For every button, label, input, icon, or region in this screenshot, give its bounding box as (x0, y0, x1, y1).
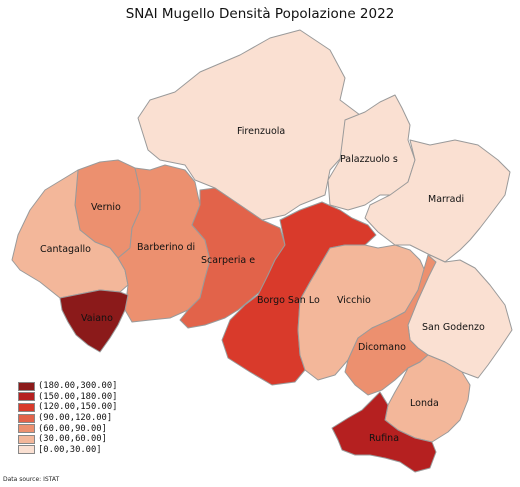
legend-label: (180.00,300.00] (38, 381, 118, 392)
data-source-note: Data source: ISTAT (3, 476, 60, 483)
municipality-scarperia[interactable] (179, 187, 286, 329)
municipality-londa[interactable] (384, 354, 471, 443)
municipality-rufina[interactable] (331, 391, 437, 473)
municipality-dicomano[interactable] (344, 254, 437, 396)
label-firenzuola: Firenzuola (237, 126, 285, 137)
legend-label: (30.00,60.00] (38, 434, 107, 445)
legend-swatch (18, 381, 35, 391)
legend-item: (30.00,60.00] (18, 434, 117, 445)
legend-swatch (18, 424, 35, 434)
legend: (180.00,300.00] (150.00,180.00] (120.00,… (18, 381, 117, 455)
legend-swatch (18, 402, 35, 412)
label-vernio: Vernio (91, 202, 121, 213)
label-vicchio: Vicchio (337, 295, 371, 306)
legend-swatch (18, 445, 35, 455)
legend-swatch (18, 434, 35, 444)
legend-item: (90.00,120.00] (18, 413, 117, 424)
label-rufina: Rufina (369, 433, 399, 444)
label-scarperia: Scarperia e (201, 255, 255, 266)
label-vaiano: Vaiano (81, 313, 113, 324)
legend-label: (150.00,180.00] (38, 391, 118, 402)
legend-item: (60.00,90.00] (18, 423, 117, 434)
label-barberino: Barberino di (137, 242, 195, 253)
legend-label: (120.00,150.00] (38, 402, 118, 413)
legend-item: (150.00,180.00] (18, 392, 117, 403)
label-londa: Londa (410, 398, 439, 409)
label-borgo: Borgo San Lo (257, 295, 320, 306)
legend-label: [0.00,30.00] (38, 444, 102, 455)
legend-item: [0.00,30.00] (18, 445, 117, 456)
map-title: SNAI Mugello Densità Popolazione 2022 (125, 6, 395, 22)
legend-item: (180.00,300.00] (18, 381, 117, 392)
legend-label: (60.00,90.00] (38, 423, 107, 434)
label-cantagallo: Cantagallo (40, 244, 91, 255)
legend-label: (90.00,120.00] (38, 413, 113, 424)
label-palazzuolo: Palazzuolo s (340, 154, 398, 165)
municipality-vaiano[interactable] (59, 289, 129, 353)
label-marradi: Marradi (428, 194, 464, 205)
municipality-barberino[interactable] (117, 164, 211, 323)
label-dicomano: Dicomano (358, 342, 406, 353)
legend-swatch (18, 413, 35, 423)
legend-item: (120.00,150.00] (18, 402, 117, 413)
legend-swatch (18, 392, 35, 402)
label-sangodenzo: San Godenzo (422, 322, 485, 333)
